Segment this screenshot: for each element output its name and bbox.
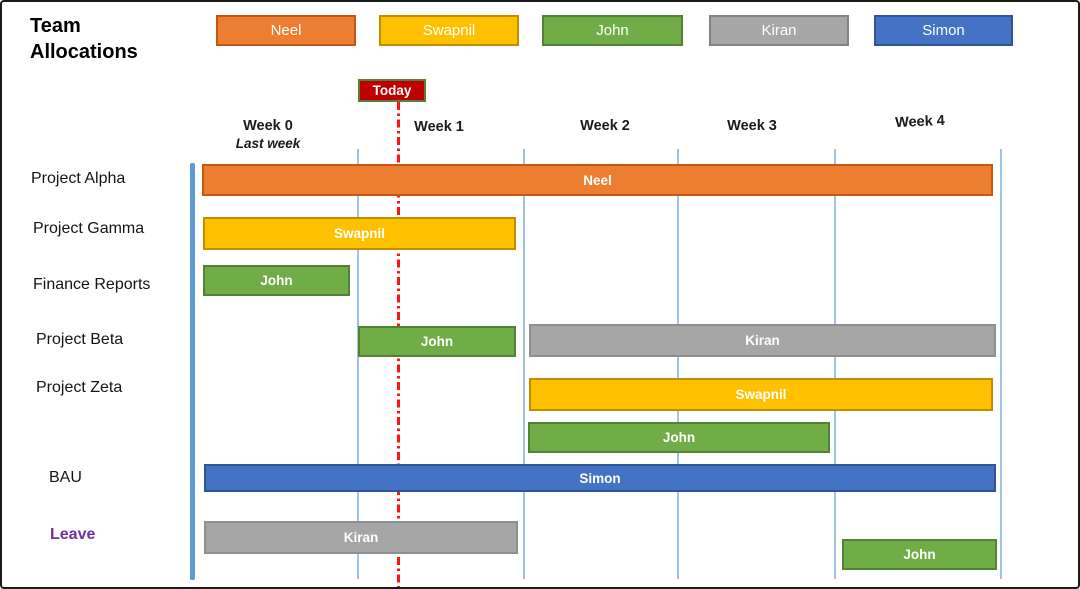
bar-label: John (662, 430, 696, 445)
week-label-text: Week 0 (243, 118, 293, 134)
bar-label: Swapnil (735, 387, 787, 402)
row-label-leave: Leave (50, 526, 96, 543)
legend-chip-kiran: Kiran (709, 15, 849, 46)
week-sublabel: Last week (235, 135, 301, 151)
bar-project-zeta-swapnil: Swapnil (529, 378, 993, 411)
bar-label: Kiran (745, 333, 780, 348)
week-label-2: Week 2 (580, 118, 630, 135)
legend-chip-john: John (542, 15, 683, 46)
week-gridline-4 (1000, 149, 1002, 579)
bar-label: John (260, 273, 293, 288)
legend-chip-label: Kiran (761, 22, 797, 39)
bar-label: Simon (579, 470, 621, 486)
legend-chip-label: Swapnil (422, 22, 476, 39)
legend-chip-label: Neel (270, 22, 302, 39)
bar-leave-john: John (842, 539, 997, 570)
week-label-text: Week 1 (414, 119, 464, 135)
bar-bau-simon: Simon (204, 464, 996, 492)
legend-chip-label: John (596, 22, 629, 39)
week-label-3: Week 3 (727, 118, 777, 135)
bar-label: Kiran (343, 530, 379, 545)
chart-title: Team Allocations (30, 15, 138, 63)
bar-project-alpha-neel: Neel (202, 164, 993, 196)
week-label-1: Week 1 (414, 119, 464, 136)
chart-left-axis (190, 163, 195, 580)
row-label-bau: BAU (49, 469, 82, 486)
bar-project-beta-john: John (358, 326, 516, 357)
week-label-text: Week 4 (894, 112, 946, 132)
week-label-4: Week 4 (895, 113, 945, 132)
bar-project-gamma-swapnil: Swapnil (203, 217, 516, 250)
bar-leave-kiran: Kiran (204, 521, 518, 554)
row-label-project-alpha: Project Alpha (31, 170, 126, 187)
legend-chip-swapnil: Swapnil (379, 15, 519, 46)
today-label: Today (372, 83, 412, 98)
legend-chip-neel: Neel (216, 15, 356, 46)
bar-project-zeta-john: John (528, 422, 830, 453)
week-gridline-0 (357, 149, 359, 579)
legend-chip-label: Simon (922, 22, 965, 39)
today-badge: Today (358, 79, 426, 102)
week-gridline-3 (834, 149, 836, 579)
bar-finance-reports-john: John (203, 265, 350, 296)
bar-project-beta-kiran: Kiran (529, 324, 996, 357)
row-label-project-gamma: Project Gamma (33, 220, 145, 237)
week-gridline-1 (523, 149, 525, 579)
week-label-text: Week 3 (727, 118, 777, 134)
bar-label: John (903, 547, 936, 562)
row-label-project-zeta: Project Zeta (36, 379, 123, 396)
week-gridline-2 (677, 149, 679, 579)
legend-chip-simon: Simon (874, 15, 1013, 46)
row-label-finance-reports: Finance Reports (33, 276, 151, 293)
week-label-text: Week 2 (580, 118, 630, 134)
bar-label: Neel (583, 172, 612, 188)
bar-label: Swapnil (333, 226, 385, 241)
row-label-project-beta: Project Beta (36, 331, 124, 348)
bar-label: John (420, 334, 454, 349)
